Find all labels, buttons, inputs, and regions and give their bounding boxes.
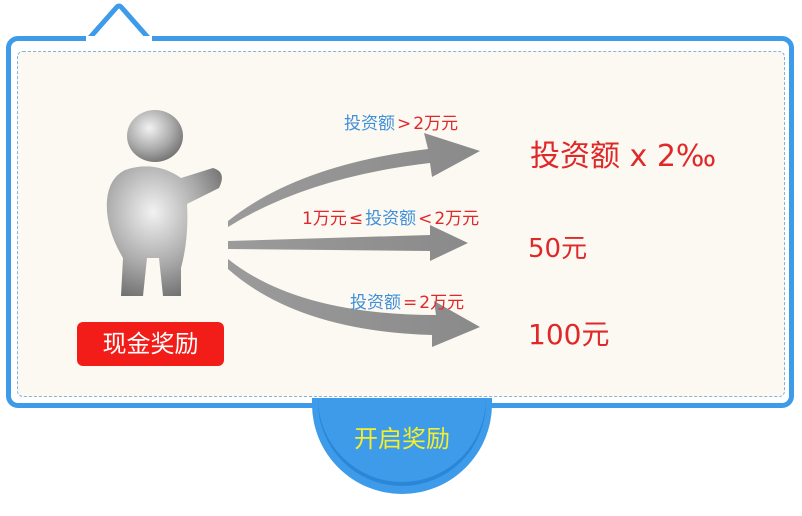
cash-reward-badge: 现金奖励 (77, 322, 224, 366)
panel-tab (86, 3, 152, 42)
condition-2: 1万元≤投资额<2万元 (302, 209, 480, 229)
result-1: 投资额 x 2‰ (530, 139, 717, 174)
start-reward-label[interactable]: 开启奖励 (354, 425, 450, 453)
result-3: 100元 (528, 318, 610, 351)
condition-1: 投资额>2万元 (344, 114, 459, 134)
start-reward-button[interactable]: 开启奖励 (312, 398, 492, 494)
arrow-icon (228, 133, 480, 347)
result-2: 50元 (528, 234, 588, 264)
condition-3: 投资额=2万元 (350, 293, 465, 313)
person-icon (106, 110, 222, 296)
